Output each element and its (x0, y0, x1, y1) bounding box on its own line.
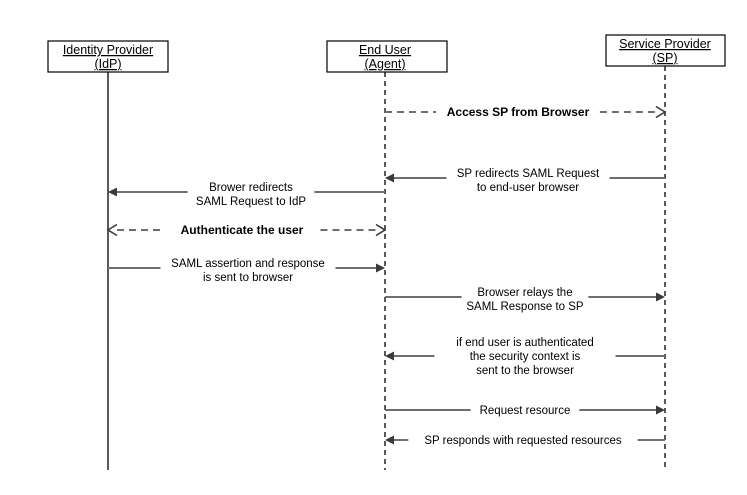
message-label-line: the security context is (470, 351, 581, 363)
arrowhead-right (656, 292, 665, 302)
message-label-line: Brower redirects (209, 182, 293, 194)
message-label-line: to end-user browser (477, 182, 579, 194)
lifelines-layer (107, 66, 666, 470)
arrowhead-left (106, 223, 118, 237)
message-label-line: Access SP from Browser (447, 105, 590, 119)
message-label-line: SP redirects SAML Request (457, 168, 600, 180)
actor-name-line1: Identity Provider (63, 43, 153, 57)
message-label-line: sent to the browser (476, 365, 574, 377)
actor-box-idp[interactable]: Identity Provider(IdP) (47, 40, 169, 73)
arrowhead-left (385, 435, 394, 445)
message-m4[interactable]: Authenticate the user (106, 223, 387, 237)
actors-layer: Identity Provider(IdP) End User(Agent) Ser… (47, 34, 726, 73)
message-m8[interactable]: Request resource (385, 405, 665, 417)
message-label-line: Authenticate the user (181, 223, 304, 237)
message-m5[interactable]: SAML assertion and response is sent to br… (108, 258, 385, 284)
messages-layer: Access SP from Browser SP redirects SAML … (106, 105, 667, 447)
arrowhead-left (385, 351, 394, 361)
actor-name-line2: (SP) (653, 51, 678, 65)
actor-name-line1: End User (359, 43, 411, 57)
actor-name-line2: (IdP) (94, 57, 121, 71)
message-m9[interactable]: SP responds with requested resources (385, 435, 665, 447)
arrowhead-right (376, 263, 385, 273)
actor-box-sp[interactable]: Service Provider(SP) (605, 34, 726, 67)
arrowhead-left (108, 187, 117, 197)
arrowhead-left (385, 173, 394, 183)
message-m7[interactable]: if end user is authenticated the security… (385, 337, 665, 377)
message-label-line: SAML assertion and response (171, 258, 325, 270)
message-m2[interactable]: SP redirects SAML Request to end-user bro… (385, 168, 665, 194)
message-label-line: Request resource (480, 405, 571, 417)
arrowhead-right (655, 105, 667, 119)
message-label-line: Browser relays the (477, 287, 572, 299)
message-m1[interactable]: Access SP from Browser (385, 105, 667, 119)
actor-name-line1: Service Provider (619, 37, 711, 51)
message-label-line: SAML Response to SP (466, 301, 584, 313)
message-label-line: if end user is authenticated (456, 337, 593, 349)
message-label-line: SAML Request to IdP (196, 196, 306, 208)
message-label-line: SP responds with requested resources (424, 435, 622, 447)
arrowhead-right (375, 223, 387, 237)
actor-name-line2: (Agent) (365, 57, 406, 71)
message-label-line: is sent to browser (203, 272, 293, 284)
arrowhead-right (656, 405, 665, 415)
actor-box-enduser[interactable]: End User(Agent) (326, 40, 448, 73)
